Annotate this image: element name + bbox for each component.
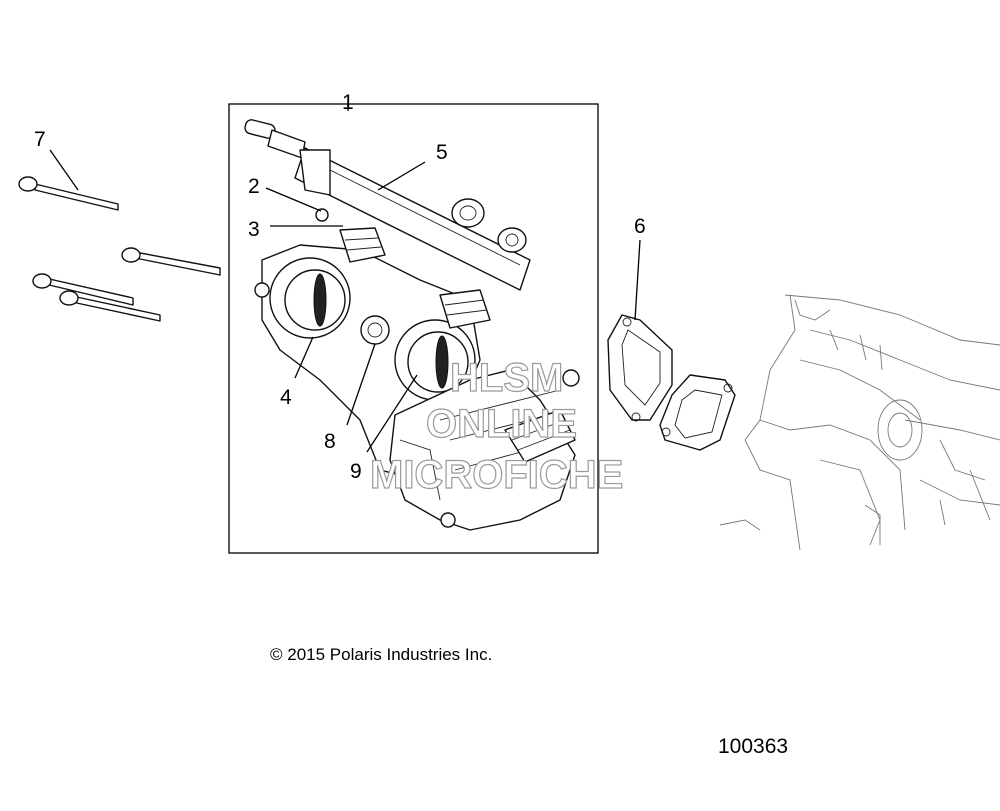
callout-4: 4	[280, 386, 292, 409]
callout-9: 9	[350, 460, 362, 483]
callout-6: 6	[634, 215, 646, 238]
figure-number: 100363	[718, 735, 789, 758]
callout-7: 7	[34, 128, 46, 151]
callout-2: 2	[248, 175, 260, 198]
callout-8: 8	[324, 430, 336, 453]
fuel-rail-illustration	[244, 119, 531, 291]
assembly-box	[228, 103, 599, 554]
callout-1: 1	[342, 91, 354, 114]
engine-block-illustration	[719, 294, 1000, 551]
callout-3: 3	[248, 218, 260, 241]
watermark-line-1: HLSM	[450, 356, 563, 400]
watermark-line-3: MICROFICHE	[370, 453, 623, 497]
copyright-notice: © 2015 Polaris Industries Inc.	[270, 645, 493, 664]
gaskets-illustration	[607, 314, 736, 451]
watermark-line-2: ONLINE	[426, 402, 577, 446]
watermark: HLSM ONLINE MICROFICHE	[369, 355, 624, 497]
callout-5: 5	[436, 141, 448, 164]
throttle-body-illustration	[254, 208, 580, 531]
bolts-illustration	[18, 176, 221, 322]
